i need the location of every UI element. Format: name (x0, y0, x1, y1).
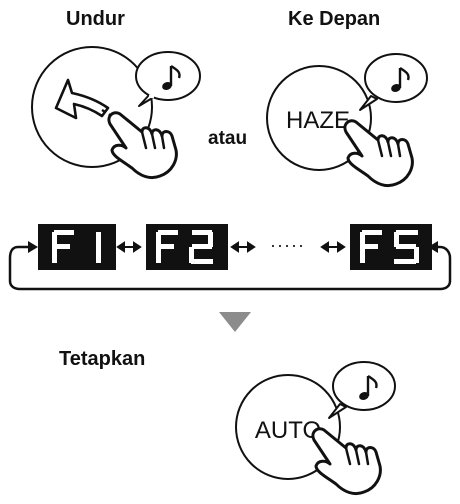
or-label: atau (208, 128, 248, 149)
auto-button[interactable]: AUTO (235, 374, 341, 480)
confirm-label: Tetapkan (59, 348, 146, 370)
double-arrow-icon (230, 241, 256, 253)
haze-button-label: HAZE (286, 107, 350, 134)
auto-button-label: AUTO (255, 417, 321, 444)
speech-bubble-bottom (328, 361, 396, 419)
down-triangle-icon (219, 312, 251, 332)
display-cycle: F1 F2 ····· F5 (8, 224, 452, 291)
display-f1 (38, 224, 116, 270)
double-arrow-icon (320, 241, 346, 253)
cycle-return-line (8, 245, 452, 291)
cycle-arrow-right (28, 241, 38, 253)
back-label: Undur (66, 8, 125, 30)
forward-label: Ke Depan (288, 8, 381, 30)
speech-bubble-right (359, 53, 428, 111)
ellipsis-dots: ····· (270, 235, 305, 255)
cycle-arrow-left (428, 241, 438, 253)
pointing-hand-icon (311, 427, 382, 496)
pointing-hand-icon (343, 119, 414, 188)
double-arrow-icon (116, 241, 142, 253)
speech-bubble-left (135, 51, 201, 107)
haze-button[interactable]: HAZE (266, 65, 372, 171)
